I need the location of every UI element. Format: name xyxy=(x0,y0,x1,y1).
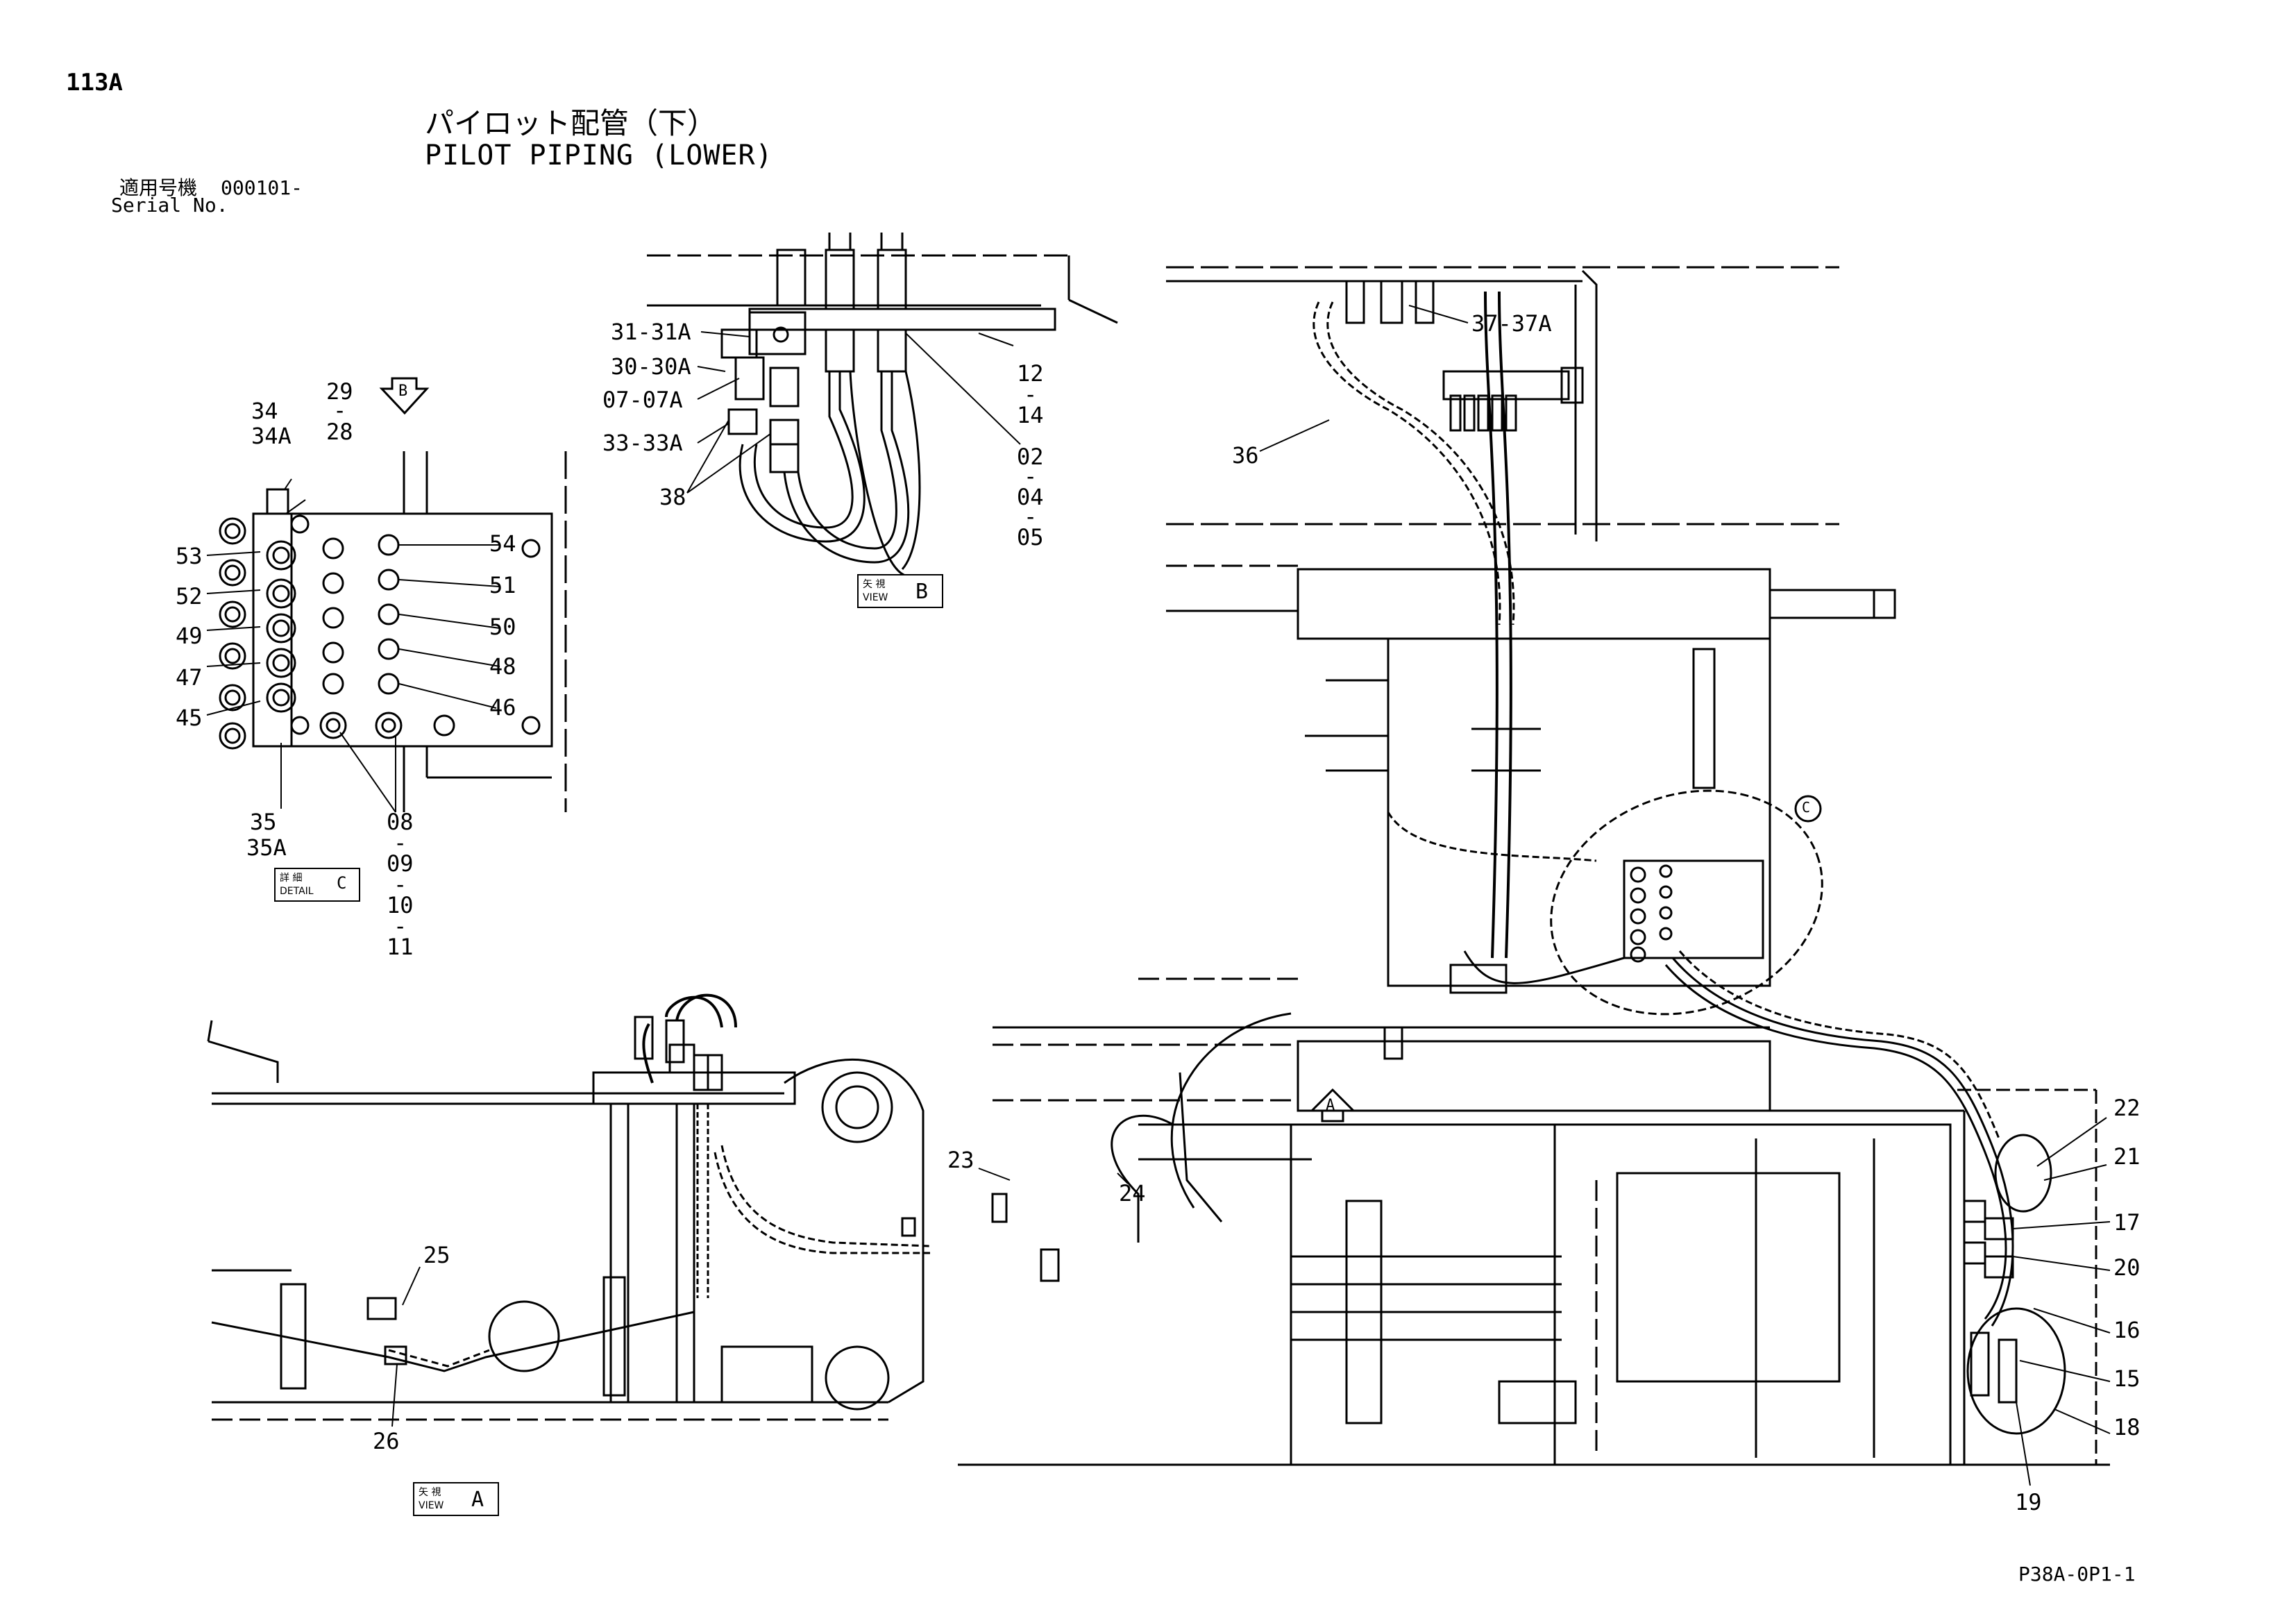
main-frame-drawing xyxy=(958,266,2110,1466)
detail-c-tag-letter: C xyxy=(337,873,347,893)
part-label-17: 17 xyxy=(2113,1209,2141,1236)
part-label-11: 11 xyxy=(387,934,414,960)
view-b-tag-en: VIEW xyxy=(863,592,888,603)
part-label-12: 12 xyxy=(1017,360,1044,387)
part-label-50: 50 xyxy=(489,614,516,640)
part-label-52: 52 xyxy=(176,583,203,609)
part-label-08: 08 xyxy=(387,809,414,835)
title-japanese: パイロット配管（下） xyxy=(425,106,717,140)
view-b-tag-jp: 矢 視 xyxy=(863,579,886,590)
view-a-tag-letter: A xyxy=(471,1488,484,1512)
part-label-10-dash: - xyxy=(394,913,407,939)
page-number: 113A xyxy=(66,69,123,96)
part-label-02: 02 xyxy=(1017,444,1044,470)
part-label-30-30a: 30-30A xyxy=(611,353,691,380)
part-label-20: 20 xyxy=(2113,1254,2141,1281)
drawing-code: P38A-0P1-1 xyxy=(2018,1563,2136,1586)
part-label-54: 54 xyxy=(489,530,516,557)
view-b-drawing xyxy=(647,233,1118,578)
arrow-b-letter: B xyxy=(398,382,408,400)
view-a-tag-jp: 矢 視 xyxy=(419,1487,441,1498)
part-label-26: 26 xyxy=(373,1428,400,1454)
view-a-tag-en: VIEW xyxy=(419,1500,444,1511)
view-b-tag: 矢 視 VIEW B xyxy=(857,574,943,608)
part-label-28: 28 xyxy=(326,419,353,445)
part-label-10: 10 xyxy=(387,892,414,918)
part-label-23: 23 xyxy=(947,1147,974,1173)
serial-label-japanese: 適用号機 xyxy=(119,176,198,199)
part-label-07-07a: 07-07A xyxy=(602,387,683,413)
arrow-markers xyxy=(379,377,1356,1122)
part-label-14: 14 xyxy=(1017,402,1044,428)
view-a-tag: 矢 視 VIEW A xyxy=(413,1482,499,1516)
part-label-51: 51 xyxy=(489,572,516,598)
part-label-22: 22 xyxy=(2113,1095,2141,1121)
detail-c-drawing xyxy=(219,451,567,812)
detail-c-tag-en: DETAIL xyxy=(280,886,314,897)
part-label-49: 49 xyxy=(176,623,203,649)
view-b-tag-letter: B xyxy=(915,580,929,604)
part-label-09: 09 xyxy=(387,850,414,877)
part-label-02-dash: - xyxy=(1024,463,1038,489)
part-label-35: 35 xyxy=(250,809,277,835)
detail-c-tag: 詳 細 DETAIL C xyxy=(274,868,360,902)
part-label-15: 15 xyxy=(2113,1365,2141,1392)
part-label-33-33a: 33-33A xyxy=(602,430,683,456)
part-label-19: 19 xyxy=(2015,1489,2042,1515)
part-label-04: 04 xyxy=(1017,484,1044,510)
part-label-34a: 34A xyxy=(251,423,292,449)
part-label-08-dash: - xyxy=(394,830,407,856)
part-label-48: 48 xyxy=(489,653,516,680)
title-english: PILOT PIPING (LOWER) xyxy=(425,140,773,171)
part-label-37-37a: 37-37A xyxy=(1471,310,1552,337)
part-label-25: 25 xyxy=(423,1242,450,1268)
part-label-09-dash: - xyxy=(394,871,407,898)
part-label-04-dash: - xyxy=(1024,503,1038,530)
part-label-34: 34 xyxy=(251,398,278,424)
part-label-18: 18 xyxy=(2113,1414,2141,1440)
part-label-53: 53 xyxy=(176,543,203,569)
part-label-24: 24 xyxy=(1119,1180,1146,1206)
part-label-38: 38 xyxy=(659,484,686,510)
arrow-a-letter: A xyxy=(1326,1097,1335,1114)
serial-label-english: Serial No. xyxy=(111,194,228,217)
part-label-36: 36 xyxy=(1232,442,1259,469)
part-label-29-dash: - xyxy=(333,397,347,423)
part-label-46: 46 xyxy=(489,694,516,721)
part-label-45: 45 xyxy=(176,705,203,731)
leader-lines xyxy=(206,305,2111,1486)
detail-c-tag-jp: 詳 細 xyxy=(280,873,303,884)
part-label-05: 05 xyxy=(1017,524,1044,550)
part-label-47: 47 xyxy=(176,664,203,691)
part-label-12-dash: - xyxy=(1024,381,1038,407)
part-label-21: 21 xyxy=(2113,1143,2141,1170)
view-a-drawing xyxy=(207,993,931,1421)
callout-c-letter: C xyxy=(1802,799,1811,816)
serial-value: 000101- xyxy=(221,176,303,199)
part-label-16: 16 xyxy=(2113,1317,2141,1343)
part-label-29: 29 xyxy=(326,378,353,405)
part-label-31-31a: 31-31A xyxy=(611,319,691,345)
part-label-35a: 35A xyxy=(246,834,287,861)
